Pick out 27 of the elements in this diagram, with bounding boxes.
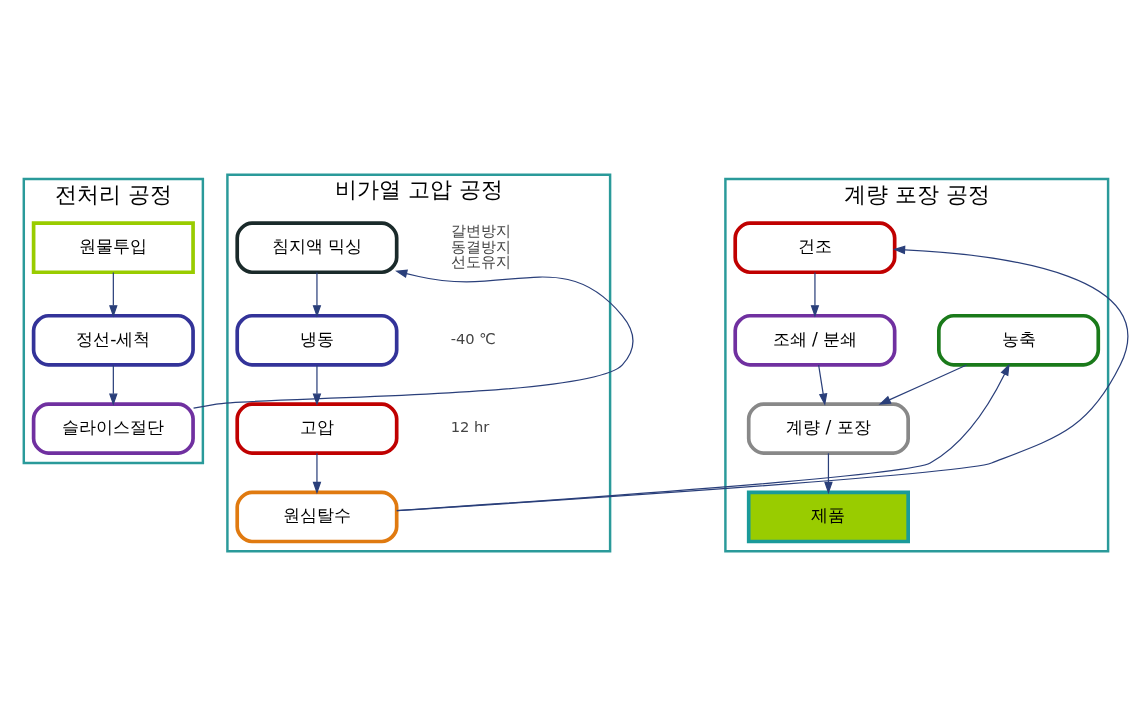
arrow [824, 452, 833, 494]
node-label: 동결방지 [450, 237, 511, 254]
node-box: 계량 / 포장 [746, 401, 910, 455]
node-box: 침지액 믹싱 [235, 220, 399, 274]
arrow [109, 271, 118, 317]
node-box: 정선-세척 [31, 313, 195, 367]
arrow [312, 452, 322, 494]
arrow [312, 271, 322, 317]
arrow [878, 363, 968, 405]
arrow [818, 363, 828, 406]
node-box: 제품 [746, 490, 910, 543]
arrow [312, 363, 322, 406]
node-box: 조쇄 / 분쇄 [733, 313, 897, 367]
arrow [109, 363, 118, 406]
arrow [810, 271, 820, 317]
arrow [396, 245, 1128, 511]
node-box: 농축 [937, 313, 1101, 367]
node-box: 원물투입 [31, 220, 195, 274]
node-box: 냉동 [235, 313, 399, 367]
node-box: 건조 [733, 220, 897, 274]
node-label: -40 ℃ [450, 329, 496, 347]
node-box: 고압 [235, 401, 399, 455]
node-box: 슬라이스절단 [31, 401, 195, 455]
node-label: 12 hr [450, 417, 490, 435]
node-label: 갈변방지 [450, 221, 511, 239]
arrow [192, 269, 634, 409]
node-box: 원심탈수 [235, 490, 399, 543]
